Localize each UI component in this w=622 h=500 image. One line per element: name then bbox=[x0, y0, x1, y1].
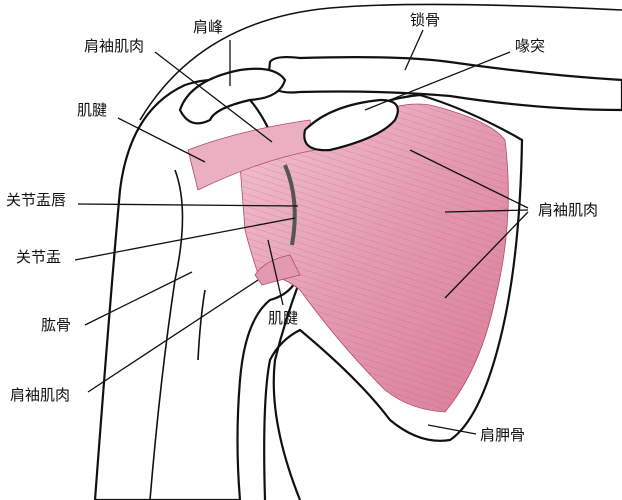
label-humerus: 肱骨 bbox=[41, 316, 72, 334]
leader-rotator-cuff-right-3 bbox=[444, 211, 529, 299]
label-acromion: 肩峰 bbox=[193, 18, 224, 36]
leader-tendon-left bbox=[117, 117, 206, 163]
glenoid-labrum bbox=[283, 164, 297, 246]
leader-humerus bbox=[84, 271, 193, 326]
label-rotator-cuff-top: 肩袖肌肉 bbox=[84, 37, 145, 55]
label-rotator-cuff-right: 肩袖肌肉 bbox=[538, 201, 599, 219]
label-tendon-left: 肌腱 bbox=[77, 101, 108, 119]
label-rotator-cuff-bottom: 肩袖肌肉 bbox=[10, 386, 71, 404]
leader-rotator-cuff-right-2 bbox=[444, 209, 529, 213]
humerus-inner-line bbox=[149, 169, 184, 500]
coracoid-bone bbox=[303, 98, 399, 152]
label-coracoid: 喙突 bbox=[515, 37, 546, 55]
muscle-fibers bbox=[240, 104, 509, 412]
leader-rotator-cuff-right-1 bbox=[409, 149, 529, 209]
lower-tendon bbox=[254, 254, 301, 286]
label-scapula: 肩胛骨 bbox=[480, 426, 526, 444]
label-glenoid-labrum: 关节盂唇 bbox=[6, 191, 67, 209]
leader-tendon-middle bbox=[267, 239, 284, 306]
label-glenoid: 关节盂 bbox=[16, 248, 62, 266]
leader-scapula bbox=[427, 424, 477, 435]
body-outline bbox=[139, 3, 622, 121]
label-clavicle: 锁骨 bbox=[410, 11, 441, 29]
leader-coracoid bbox=[364, 51, 511, 111]
acromion-bone bbox=[178, 67, 287, 125]
leader-glenoid-labrum bbox=[77, 203, 299, 207]
leader-clavicle bbox=[404, 29, 424, 71]
leader-rotator-cuff-bottom bbox=[87, 279, 259, 393]
label-tendon-middle: 肌腱 bbox=[268, 309, 299, 327]
leader-glenoid bbox=[74, 217, 296, 261]
clavicle-bone bbox=[266, 56, 622, 112]
humerus-shadow bbox=[197, 289, 206, 361]
leader-rotator-cuff-top bbox=[154, 51, 273, 143]
